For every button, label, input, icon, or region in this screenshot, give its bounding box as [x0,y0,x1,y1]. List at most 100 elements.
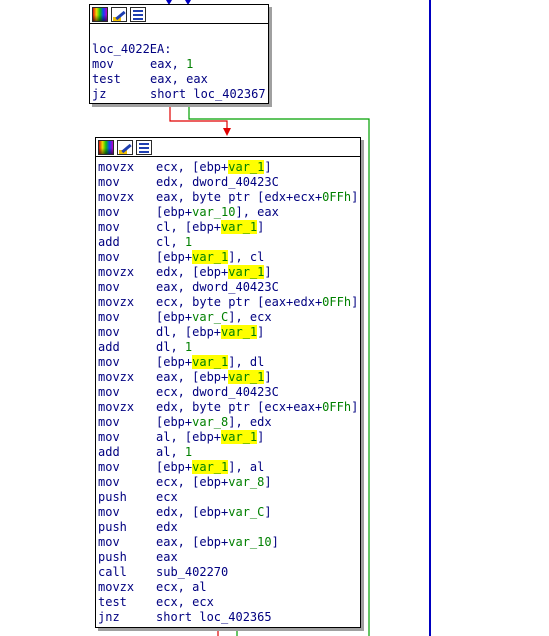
mnemonic[interactable]: add [98,235,120,249]
asm-line[interactable]: mov[ebp+var_1], al [98,460,360,475]
rename-icon[interactable] [111,6,127,22]
graph-list-icon[interactable] [136,139,152,155]
highlighted-operand[interactable]: var_1 [221,430,258,444]
mnemonic[interactable]: movzx [98,295,135,309]
mnemonic[interactable]: mov [98,505,120,519]
mnemonic[interactable]: mov [98,280,120,294]
mnemonic[interactable]: push [98,490,127,504]
mnemonic[interactable]: mov [98,355,120,369]
mnemonic[interactable]: test [98,595,127,609]
rename-icon[interactable] [117,139,133,155]
asm-line[interactable]: loc_4022EA: [92,42,268,57]
immediate-value[interactable]: 1 [184,445,193,459]
asm-line[interactable]: mov[ebp+var_8], edx [98,415,360,430]
mnemonic[interactable]: mov [98,415,120,429]
immediate-value[interactable]: 1 [186,57,194,71]
mnemonic[interactable]: movzx [98,400,135,414]
mnemonic[interactable]: jnz [98,610,120,624]
mnemonic[interactable]: movzx [98,190,135,204]
mnemonic[interactable]: mov [98,310,120,324]
highlighted-operand[interactable]: var_1 [228,160,265,174]
immediate-value[interactable]: 0FFh [322,400,352,414]
mnemonic[interactable]: mov [98,205,120,219]
stack-var[interactable]: var_8 [228,475,265,489]
mnemonic[interactable]: mov [98,535,120,549]
highlighted-operand[interactable]: var_1 [192,460,229,474]
mnemonic[interactable]: mov [98,460,120,474]
palette-icon[interactable] [98,139,114,155]
asm-line[interactable]: mov[ebp+var_C], ecx [98,310,360,325]
highlighted-operand[interactable]: var_1 [192,250,229,264]
mnemonic[interactable]: call [98,565,127,579]
stack-var[interactable]: var_8 [192,415,229,429]
stack-var[interactable]: var_10 [192,205,236,219]
mnemonic[interactable]: mov [98,250,120,264]
mnemonic[interactable]: mov [98,175,120,189]
mnemonic[interactable]: mov [98,475,120,489]
mnemonic[interactable]: movzx [98,370,135,384]
mnemonic[interactable]: test [92,72,121,86]
mnemonic[interactable]: push [98,520,127,534]
mnemonic[interactable]: movzx [98,160,135,174]
asm-line[interactable]: mov[ebp+var_10], eax [98,205,360,220]
mnemonic[interactable]: movzx [98,265,135,279]
highlighted-operand[interactable]: var_1 [228,370,265,384]
asm-line[interactable] [92,27,268,42]
stack-var[interactable]: var_C [228,505,265,519]
stack-var[interactable]: var_10 [228,535,272,549]
mnemonic[interactable]: mov [92,57,114,71]
stack-var[interactable]: var_C [192,310,229,324]
mnemonic[interactable]: push [98,550,127,564]
palette-icon[interactable] [92,6,108,22]
graph-list-icon[interactable] [130,6,146,22]
highlighted-operand[interactable]: var_1 [221,220,258,234]
mnemonic[interactable]: add [98,445,120,459]
mnemonic[interactable]: jz [92,87,107,101]
mnemonic[interactable]: movzx [98,580,135,594]
mnemonic[interactable]: mov [98,430,120,444]
mnemonic[interactable]: mov [98,325,120,339]
immediate-value[interactable]: 1 [184,340,193,354]
asm-line[interactable]: mov[ebp+var_1], dl [98,355,360,370]
highlighted-operand[interactable]: var_1 [228,265,265,279]
mnemonic[interactable]: mov [98,385,120,399]
mnemonic[interactable]: add [98,340,120,354]
highlighted-operand[interactable]: var_1 [192,355,229,369]
asm-line[interactable]: mov[ebp+var_1], cl [98,250,360,265]
immediate-value[interactable]: 0FFh [322,190,352,204]
mnemonic[interactable]: mov [98,220,120,234]
immediate-value[interactable]: 0FFh [322,295,352,309]
immediate-value[interactable]: 1 [184,235,193,249]
code-label[interactable]: loc_4022EA: [92,42,172,56]
